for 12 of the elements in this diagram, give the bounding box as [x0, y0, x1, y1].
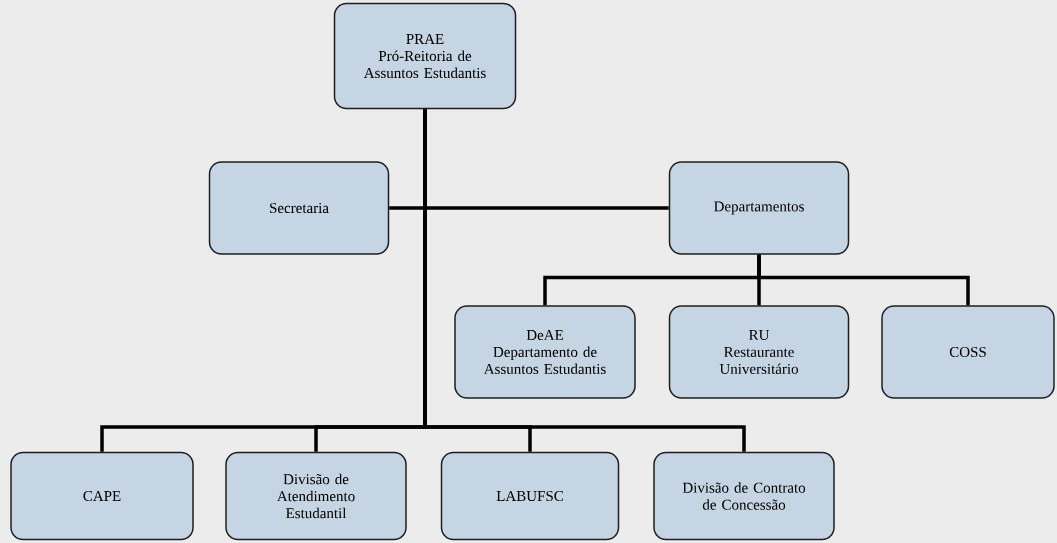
org-box: RU Restaurante Universitário [668, 305, 850, 399]
org-box: DeAE Departamento de Assuntos Estudantis [454, 305, 636, 399]
org-box: Divisão de Atendimento Estudantil [225, 451, 407, 541]
org-box: Divisão de Contrato de Concessão [653, 451, 835, 541]
connector-line [757, 254, 970, 306]
org-box: LABUFSC [440, 451, 620, 541]
org-box: COSS [881, 305, 1055, 399]
connector-line [423, 109, 746, 452]
org-box: Departamentos [668, 161, 850, 255]
org-box: Secretaria [208, 161, 390, 255]
org-box: CAPE [10, 451, 194, 541]
org-box: PRAE Pró-Reitoria de Assuntos Estudantis [333, 2, 517, 110]
